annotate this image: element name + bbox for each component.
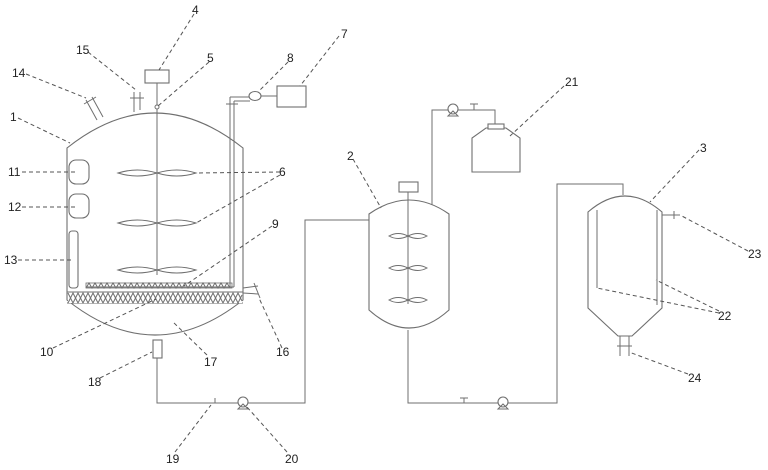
label-6: 6: [279, 165, 286, 179]
label-15: 15: [76, 43, 90, 57]
label-22: 22: [718, 309, 732, 323]
label-9: 9: [272, 217, 279, 231]
label-17: 17: [204, 355, 218, 369]
label-23: 23: [748, 247, 762, 261]
filter-layer-10: [68, 293, 242, 303]
label-20: 20: [285, 452, 299, 466]
valve-23: [662, 211, 680, 219]
label-4: 4: [192, 3, 199, 17]
motor-4: [145, 70, 169, 83]
label-7: 7: [341, 27, 348, 41]
pump-on-line-3: [498, 397, 508, 409]
label-18: 18: [88, 375, 102, 389]
label-24: 24: [688, 371, 702, 385]
pump-20: [238, 397, 248, 409]
reactor-vessel-2: [369, 182, 449, 328]
label-12: 12: [8, 200, 22, 214]
inlet-nozzle-14: [84, 97, 103, 120]
label-5: 5: [207, 51, 214, 65]
label-11: 11: [8, 165, 21, 179]
tank-7: [277, 86, 306, 107]
bottom-outlet-18: [153, 340, 162, 358]
settling-tank-3: [588, 196, 662, 356]
label-21: 21: [565, 75, 579, 89]
label-13: 13: [4, 253, 18, 267]
tank-21: [472, 128, 520, 172]
pump-8: [249, 92, 261, 101]
pump-on-line-21: [448, 104, 458, 116]
label-16: 16: [276, 345, 290, 359]
vent-valve-15: [130, 92, 144, 112]
label-3: 3: [700, 141, 707, 155]
sight-glass-12: [69, 194, 89, 218]
label-1: 1: [10, 110, 17, 124]
tank-21-neck: [488, 124, 504, 129]
label-14: 14: [12, 66, 26, 80]
label-2: 2: [347, 149, 354, 163]
label-10: 10: [40, 345, 54, 359]
side-valve-16: [243, 283, 260, 298]
label-8: 8: [287, 51, 294, 65]
label-19: 19: [166, 452, 180, 466]
